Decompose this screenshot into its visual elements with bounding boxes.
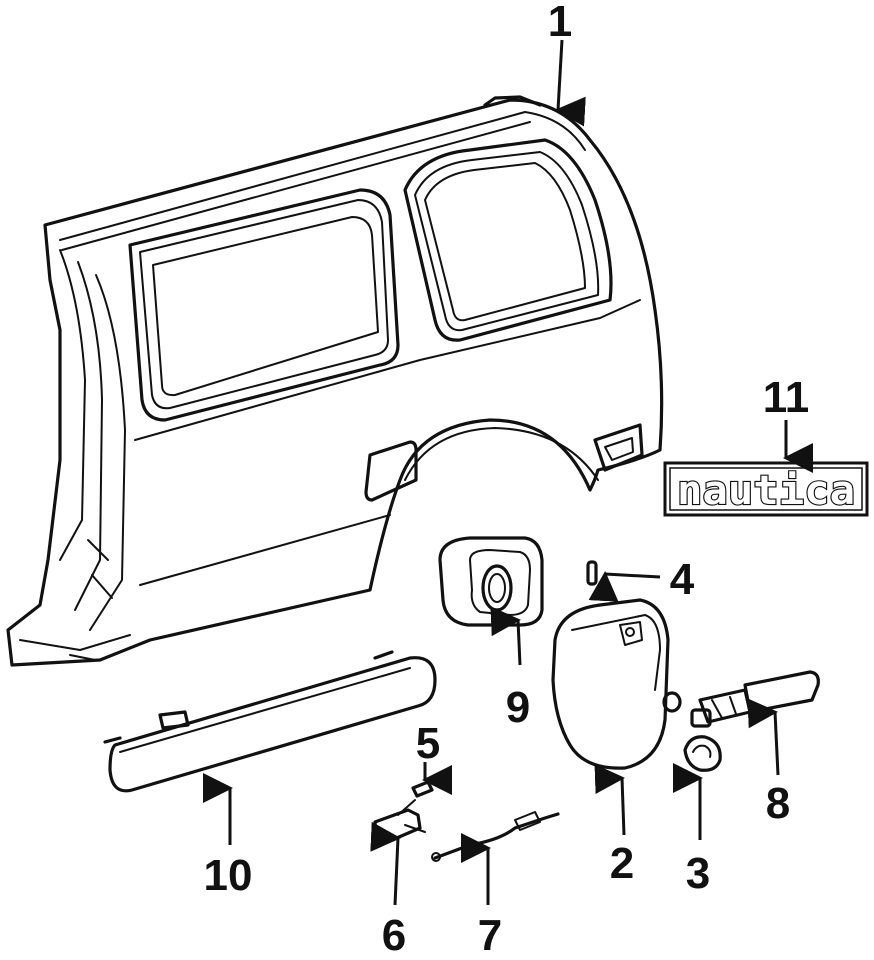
arrow-6 (370, 821, 401, 906)
clip (586, 560, 598, 586)
callout-9: 9 (506, 683, 530, 732)
callout-5: 5 (416, 719, 440, 768)
hinge-clip (683, 735, 722, 772)
side-molding (103, 650, 437, 793)
callout-1: 1 (548, 0, 572, 46)
arrow-9 (490, 606, 522, 666)
leader-arrows (203, 39, 813, 906)
callout-4: 4 (670, 555, 695, 604)
nautica-badge (663, 461, 869, 517)
callout-10: 10 (204, 851, 253, 900)
callout-6: 6 (382, 911, 406, 960)
release-cable (431, 811, 560, 862)
opener-handle (690, 670, 820, 728)
retainer (411, 780, 434, 798)
callout-7: 7 (478, 911, 502, 960)
callout-8: 8 (766, 779, 790, 828)
callout-2: 2 (610, 839, 634, 888)
arrow-4 (588, 571, 661, 602)
arrow-2 (594, 763, 626, 836)
quarter-panel (6, 95, 664, 667)
fuel-filler-housing (438, 536, 544, 627)
badge-text: nautica (677, 468, 855, 514)
callout-11: 11 (763, 373, 810, 422)
fuel-door (551, 598, 682, 770)
arrow-8 (747, 698, 780, 776)
latch (373, 799, 426, 842)
callout-3: 3 (686, 849, 710, 898)
arrow-1 (555, 39, 586, 127)
